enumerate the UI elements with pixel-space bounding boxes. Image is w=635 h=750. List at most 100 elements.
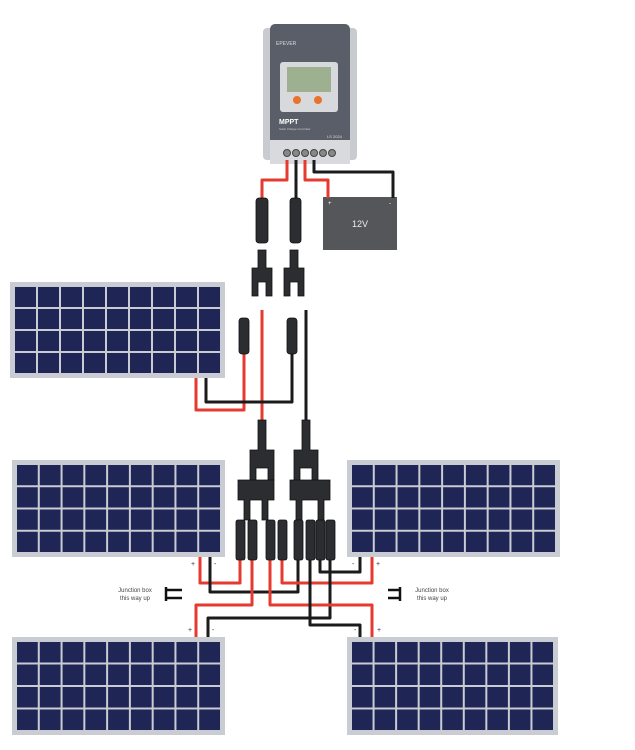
- svg-text:-: -: [212, 627, 215, 634]
- solar-cell: [465, 531, 487, 552]
- solar-cell: [84, 353, 105, 373]
- solar-cell: [108, 509, 129, 530]
- solar-cell: [107, 309, 128, 329]
- svg-text:-: -: [354, 627, 357, 634]
- controller-rating: LS 2024: [327, 134, 343, 139]
- solar-cell: [108, 487, 129, 508]
- solar-cell: [17, 664, 38, 685]
- solar-cell: [62, 687, 84, 708]
- junction-note-left: Junction box this way up: [118, 587, 182, 602]
- solar-cell: [61, 309, 82, 329]
- solar-cell: [176, 709, 198, 730]
- solar-cell: [374, 509, 396, 530]
- solar-cell: [61, 331, 82, 351]
- solar-cell: [153, 309, 174, 329]
- solar-cell: [534, 531, 555, 552]
- solar-cell: [352, 709, 373, 730]
- solar-cell: [443, 531, 464, 552]
- polarity-marks: +- -+ +- -+: [188, 561, 381, 634]
- battery-minus: -: [389, 201, 391, 207]
- solar-cell: [199, 309, 220, 329]
- battery: 12V + -: [323, 197, 397, 250]
- solar-cell: [108, 687, 129, 708]
- solar-cell: [38, 309, 59, 329]
- solar-cell: [199, 287, 220, 307]
- battery-plus: +: [328, 201, 332, 207]
- solar-cell: [39, 664, 61, 685]
- solar-cell: [61, 287, 82, 307]
- enter-button: [314, 96, 322, 104]
- solar-cell: [17, 531, 38, 552]
- solar-cell: [464, 687, 486, 708]
- solar-cell: [39, 687, 61, 708]
- solar-cell: [374, 642, 396, 663]
- solar-cell: [108, 642, 129, 663]
- solar-cell: [397, 687, 418, 708]
- svg-text:Junction box: Junction box: [118, 588, 152, 594]
- solar-cell: [509, 709, 531, 730]
- solar-cell: [199, 353, 220, 373]
- solar-cell: [130, 642, 152, 663]
- solar-panel: [347, 637, 558, 735]
- solar-cell: [85, 709, 107, 730]
- solar-cell: [419, 642, 441, 663]
- solar-cell: [62, 487, 84, 508]
- solar-cell: [107, 353, 128, 373]
- solar-cell: [397, 465, 419, 486]
- solar-cell: [15, 309, 36, 329]
- battery-label: 12V: [352, 219, 368, 229]
- solar-cell: [38, 353, 59, 373]
- solar-cell: [17, 687, 38, 708]
- solar-cell: [352, 664, 373, 685]
- solar-cell: [464, 642, 486, 663]
- solar-cell: [84, 287, 105, 307]
- solar-cell: [153, 709, 175, 730]
- svg-text:-: -: [214, 561, 217, 568]
- solar-cell: [442, 664, 463, 685]
- solar-cell: [85, 487, 107, 508]
- solar-cell: [374, 709, 396, 730]
- solar-cell: [176, 465, 198, 486]
- solar-cell: [176, 287, 197, 307]
- solar-panels: [10, 282, 560, 735]
- solar-cell: [511, 531, 533, 552]
- solar-cell: [153, 531, 175, 552]
- solar-cell: [85, 509, 107, 530]
- solar-cell: [39, 531, 61, 552]
- solar-panel: [347, 460, 560, 557]
- solar-cell: [442, 642, 463, 663]
- solar-cell: [62, 531, 84, 552]
- solar-cell: [397, 709, 418, 730]
- controller-terminals: [283, 149, 336, 157]
- solar-cell: [464, 664, 486, 685]
- solar-cell: [420, 509, 442, 530]
- solar-cell: [488, 465, 510, 486]
- solar-cell: [420, 465, 442, 486]
- solar-cell: [62, 709, 84, 730]
- solar-cell: [443, 487, 464, 508]
- wires: [194, 160, 395, 637]
- solar-cell: [419, 687, 441, 708]
- solar-cell: [509, 642, 531, 663]
- svg-text:-: -: [352, 561, 355, 568]
- solar-cell: [199, 664, 220, 685]
- solar-cell: [488, 531, 510, 552]
- arrows-icon: [164, 587, 182, 601]
- solar-cell: [442, 687, 463, 708]
- solar-cell: [130, 709, 152, 730]
- solar-cell: [419, 664, 441, 685]
- solar-cell: [511, 509, 533, 530]
- solar-cell: [39, 509, 61, 530]
- solar-cell: [62, 664, 84, 685]
- svg-text:+: +: [191, 561, 195, 568]
- solar-cell: [153, 287, 174, 307]
- solar-cell: [85, 465, 107, 486]
- solar-cell: [108, 531, 129, 552]
- solar-cell: [176, 642, 198, 663]
- solar-cell: [176, 487, 198, 508]
- solar-cell: [352, 509, 373, 530]
- solar-cell: [85, 642, 107, 663]
- solar-cell: [108, 664, 129, 685]
- svg-text:+: +: [188, 627, 192, 634]
